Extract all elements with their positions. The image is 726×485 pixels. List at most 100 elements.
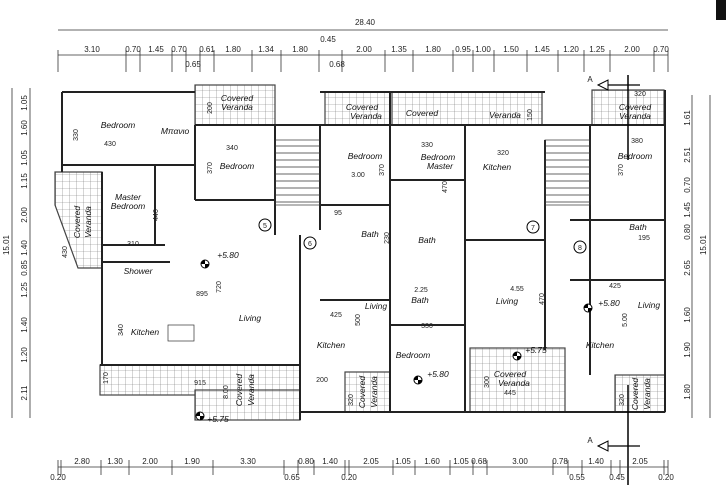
room-label-living-4: Living (638, 300, 660, 310)
top-dimension: 0.70 (653, 45, 669, 54)
room-label-bottom-veranda-2b: Veranda (369, 376, 379, 408)
room-dimension: 200 (207, 102, 214, 114)
grid-marker-label: 6 (308, 241, 312, 248)
room-dimension: 370 (379, 164, 386, 176)
room-dimension: 320 (497, 150, 509, 157)
top-dimension: 1.34 (258, 45, 274, 54)
room-dimension: 200 (316, 377, 328, 384)
level-marker-icon (513, 352, 521, 360)
room-dimension: 425 (330, 312, 342, 319)
top-dimension: 3.10 (84, 45, 100, 54)
top-dimension: 1.45 (534, 45, 550, 54)
room-dimension: 330 (73, 129, 80, 141)
room-dimension: 915 (194, 380, 206, 387)
room-label-bath-3: Bath (361, 229, 379, 239)
level-label: +5.75 (525, 345, 547, 355)
section-arrow-icon (596, 440, 609, 452)
top-dimension: 0.95 (455, 45, 471, 54)
room-dimension: 320 (348, 394, 355, 406)
bottom-dimension: 0.78 (552, 457, 568, 466)
level-label: +5.80 (598, 298, 620, 308)
room-label-covered-veranda-2a: Covered (346, 102, 378, 112)
left-dimension: 1.20 (20, 347, 29, 363)
bottom-dimension: 3.30 (240, 457, 256, 466)
top-dimension: 2.00 (624, 45, 640, 54)
bottom-dimension: 0.65 (284, 473, 300, 482)
room-label-kitchen-3: Kitchen (483, 162, 512, 172)
section-label: A (587, 436, 593, 445)
room-dimension: 430 (62, 246, 69, 258)
room-dimension: 500 (355, 314, 362, 326)
veranda-tiles-area (194, 84, 276, 126)
top-dimension: 1.20 (563, 45, 579, 54)
room-label-covered-veranda-4a: Covered (619, 102, 651, 112)
left-dimension: 1.25 (20, 282, 29, 298)
room-label-bottom-veranda-2a: Covered (357, 376, 367, 408)
level-label: +5.80 (217, 250, 239, 260)
room-dimension: 170 (103, 372, 110, 384)
right-dimension: 1.61 (683, 110, 692, 126)
room-label-covered-veranda-1a: Covered (221, 93, 253, 103)
room-dimension: 445 (504, 390, 516, 397)
grid-marker-icon (526, 220, 540, 234)
room-dimension: 440 (153, 209, 160, 221)
right-dimension: 0.70 (683, 177, 692, 193)
bottom-dimension: 2.00 (142, 457, 158, 466)
top-dimension: 1.80 (425, 45, 441, 54)
section-label: A (587, 75, 593, 84)
room-label-bath-6: Bath (629, 222, 647, 232)
bottom-dimension: 0.80 (298, 457, 314, 466)
room-dimension: 470 (539, 293, 546, 305)
room-dimension: 340 (226, 145, 238, 152)
room-label-bottom-veranda-1b: Veranda (246, 374, 256, 406)
top-dimension: 1.45 (148, 45, 164, 54)
top-dimension: 1.35 (391, 45, 407, 54)
room-label-bottom-veranda-4b: Veranda (642, 378, 652, 410)
top-dimension: 0.45 (320, 35, 336, 44)
top-dimension: 1.50 (503, 45, 519, 54)
room-dimension: 320 (619, 394, 626, 406)
room-dimension: 895 (196, 291, 208, 298)
top-dimension: 0.70 (171, 45, 187, 54)
left-dimension: 1.05 (20, 150, 29, 166)
veranda-tiles-area (54, 171, 103, 269)
dining-table (167, 324, 195, 342)
room-label-covered-veranda-1b: Veranda (221, 102, 253, 112)
room-dimension: 5.00 (622, 313, 629, 327)
bottom-dimension: 0.55 (569, 473, 585, 482)
top-dimension: 1.25 (589, 45, 605, 54)
bottom-dimension: 0.45 (609, 473, 625, 482)
bottom-dimension: 0.20 (658, 473, 674, 482)
room-dimension: 95 (334, 210, 342, 217)
right-dimension: 1.60 (683, 307, 692, 323)
left-dimension: 1.60 (20, 120, 29, 136)
room-label-master-2b: Master (427, 161, 454, 171)
room-label-bottom-veranda-3b: Veranda (498, 378, 530, 388)
room-label-bedroom-5: Bedroom (618, 151, 653, 161)
room-label-covered-veranda-3a: Covered (406, 108, 438, 118)
bottom-dimension: 1.05 (453, 457, 469, 466)
room-dimension: 8.00 (223, 385, 230, 399)
right-dimension: 2.51 (683, 147, 692, 163)
right-dimension: 1.45 (683, 202, 692, 218)
left-dimension: 2.00 (20, 207, 29, 223)
room-label-bottom-veranda-1a: Covered (234, 374, 244, 406)
room-label-master-2a: Bedroom (421, 152, 456, 162)
room-dimension: 300 (484, 376, 491, 388)
room-label-master-1a: Master (115, 192, 142, 202)
room-dimension: 330 (421, 142, 433, 149)
room-dimension: 720 (216, 281, 223, 293)
legend-box (716, 0, 726, 20)
grid-marker-icon (258, 218, 272, 232)
bottom-dimension: 1.30 (107, 457, 123, 466)
left-dimension: 1.40 (20, 240, 29, 256)
bottom-dimension: 2.80 (74, 457, 90, 466)
bottom-dimension: 1.40 (588, 457, 604, 466)
bottom-dimension: 0.20 (50, 473, 66, 482)
top-dimension: 1.00 (475, 45, 491, 54)
level-label: +5.80 (427, 369, 449, 379)
overall-width-dimension: 28.40 (355, 18, 376, 27)
room-dimension: 310 (127, 241, 139, 248)
bottom-dimension: 2.05 (363, 457, 379, 466)
